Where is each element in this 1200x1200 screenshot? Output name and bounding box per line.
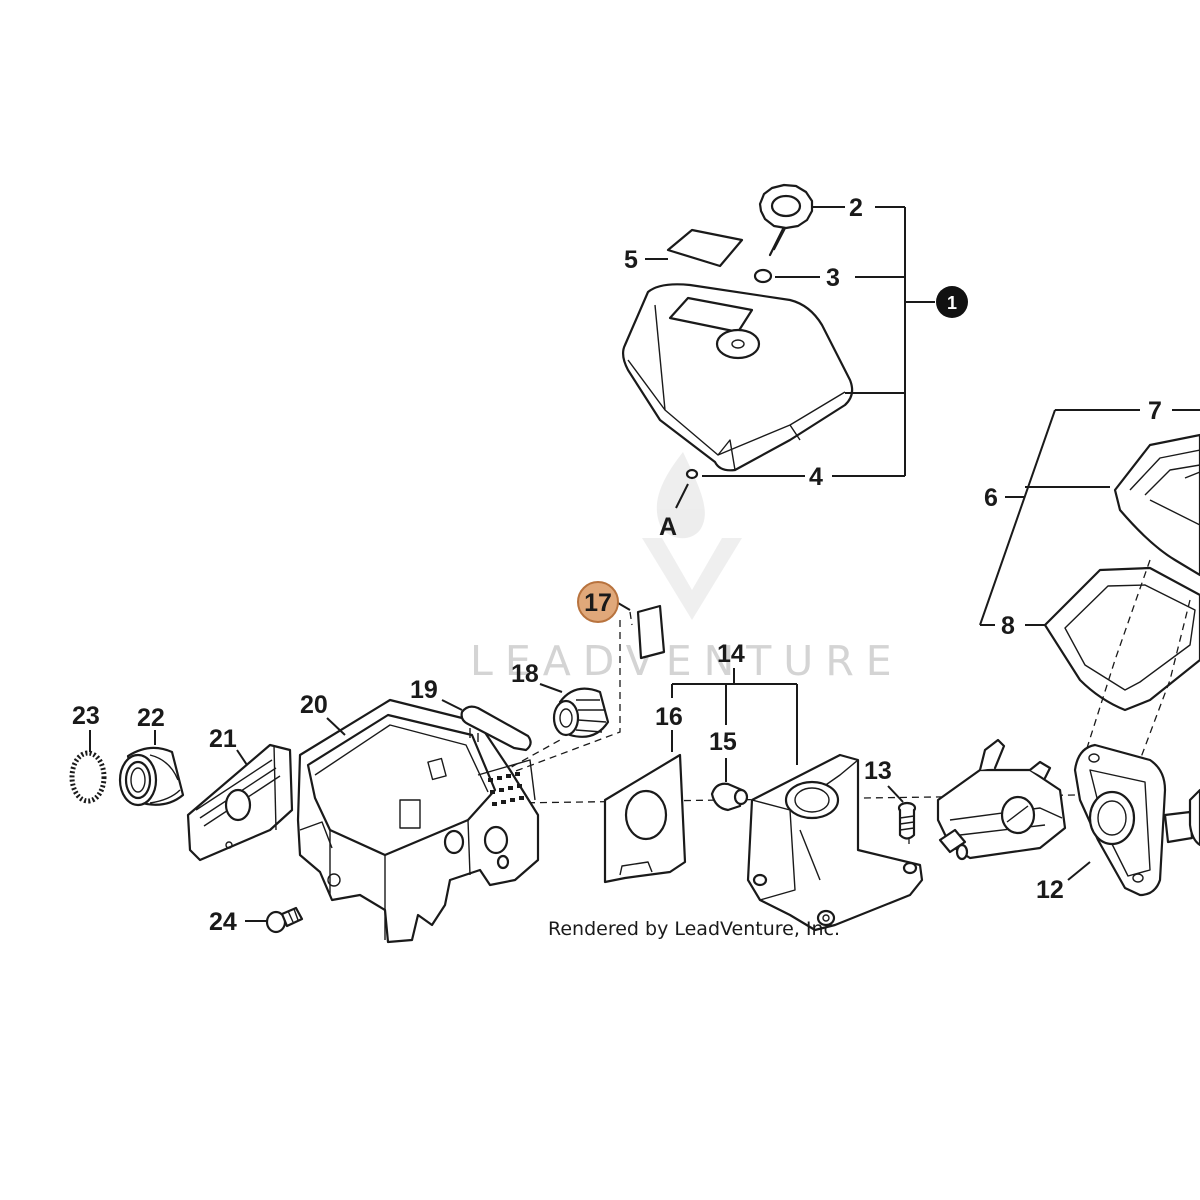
bellows-part: [118, 746, 185, 807]
svg-text:20: 20: [300, 691, 328, 719]
callout-6[interactable]: 6: [984, 484, 998, 512]
svg-text:3: 3: [826, 264, 840, 292]
svg-text:15: 15: [709, 728, 737, 756]
callout-22[interactable]: 22: [137, 704, 165, 732]
svg-text:19: 19: [410, 676, 438, 704]
callout-15[interactable]: 15: [709, 728, 737, 756]
svg-text:23: 23: [72, 702, 100, 730]
gasket-part-16: [603, 753, 687, 884]
svg-text:16: 16: [655, 703, 683, 731]
svg-text:17: 17: [584, 589, 612, 617]
leader-lines: [89, 206, 1200, 922]
svg-text:1: 1: [947, 293, 957, 313]
intake-manifold-part: [746, 753, 924, 932]
callout-5[interactable]: 5: [624, 246, 638, 274]
svg-text:4: 4: [809, 463, 823, 491]
svg-text:22: 22: [137, 704, 165, 732]
small-ring-part: [685, 468, 699, 480]
callout-17-highlighted[interactable]: 17: [577, 581, 619, 623]
assembly-callout-1[interactable]: 1: [936, 286, 968, 318]
label-part: [666, 228, 744, 268]
svg-text:8: 8: [1001, 612, 1015, 640]
view-marker-a: A: [659, 513, 677, 541]
bolt-part: [897, 801, 917, 840]
air-filter-part: [1113, 433, 1200, 577]
svg-text:12: 12: [1036, 876, 1064, 904]
svg-text:21: 21: [209, 725, 237, 753]
plate-part: [186, 743, 294, 862]
fitting-part: [710, 782, 749, 812]
callout-23[interactable]: 23: [72, 702, 100, 730]
screw-part-24: [265, 906, 304, 934]
grommet-part: [552, 687, 610, 738]
flange-stud-part: [1163, 788, 1200, 847]
air-filter-cover: [621, 283, 854, 472]
svg-text:14: 14: [717, 640, 745, 668]
gasket-part-17: [636, 604, 666, 660]
flange-part: [1073, 743, 1167, 897]
callout-8[interactable]: 8: [1001, 612, 1015, 640]
slide-part: [460, 705, 532, 752]
callout-3[interactable]: 3: [826, 264, 840, 292]
o-ring-part: [753, 268, 773, 284]
filter-gasket-part: [1043, 566, 1200, 712]
spring-ring-part: [69, 750, 107, 804]
callout-4[interactable]: 4: [809, 463, 823, 491]
svg-text:7: 7: [1148, 397, 1162, 425]
carburetor-part: [936, 738, 1067, 861]
callout-12[interactable]: 12: [1036, 876, 1064, 904]
callout-24[interactable]: 24: [209, 908, 237, 936]
callout-21[interactable]: 21: [209, 725, 237, 753]
highlight-circle: [577, 581, 619, 623]
svg-text:13: 13: [864, 757, 892, 785]
callout-20[interactable]: 20: [300, 691, 328, 719]
callout-19[interactable]: 19: [410, 676, 438, 704]
carburetor-box-part: [296, 698, 540, 944]
callout-18[interactable]: 18: [511, 660, 539, 688]
credit-text: Rendered by LeadVenture, Inc.: [548, 918, 840, 940]
callout-16[interactable]: 16: [655, 703, 683, 731]
knob-part: [758, 183, 814, 257]
callout-7[interactable]: 7: [1148, 397, 1162, 425]
callout-14[interactable]: 14: [717, 640, 745, 668]
svg-text:24: 24: [209, 908, 237, 936]
svg-text:5: 5: [624, 246, 638, 274]
callout-2[interactable]: 2: [849, 194, 863, 222]
svg-text:6: 6: [984, 484, 998, 512]
svg-text:2: 2: [849, 194, 863, 222]
svg-text:18: 18: [511, 660, 539, 688]
callout-13[interactable]: 13: [864, 757, 892, 785]
watermark-text: LEADVENTURE: [470, 637, 904, 685]
